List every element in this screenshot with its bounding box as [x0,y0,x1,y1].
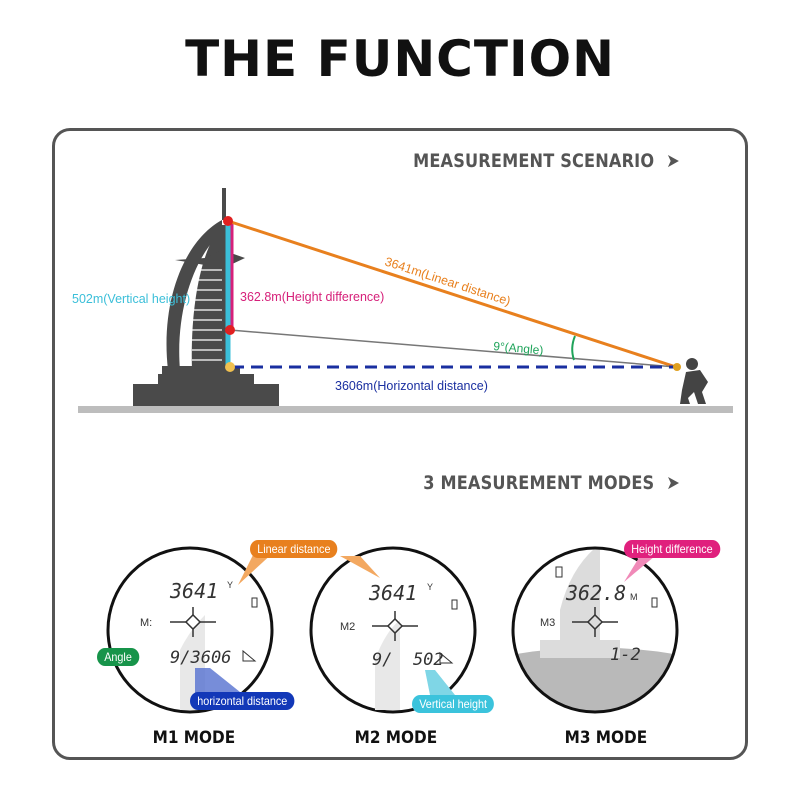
arrow-right-icon: ➤ [666,472,680,494]
building-floors [192,269,222,361]
height-difference-label: 362.8m(Height difference) [240,290,384,304]
m2-mode-indicator: M2 [340,621,355,633]
m3-bottom-reading: 1-2 [610,645,641,665]
callout-linear-distance: Linear distance [250,540,338,558]
m1-bottom-reading: 9/3606 [170,648,231,668]
angle-arc [571,335,576,361]
page-title: THE FUNCTION [185,30,615,88]
m1-mode-label: M1 MODE [152,728,236,748]
person-icon [680,358,708,404]
m2-top-unit: Y [427,582,433,592]
base-point [225,362,235,372]
m1-top-reading: 3641 [169,579,218,603]
m1-battery-icon [251,597,258,608]
m3-mode-label: M3 MODE [564,728,648,748]
m2-bottom-reading: 9/ 502 [372,650,444,670]
building-icon [133,188,279,406]
modes-heading-text: 3 MEASUREMENT MODES [423,472,655,494]
angle-line [229,329,677,368]
modes-heading: 3 MEASUREMENT MODES ➤ [423,472,680,494]
linear-distance-label: 3641m(Linear distance) [383,255,512,309]
m3-top-reading: 362.8 [565,581,626,605]
callout-angle: Angle [97,648,140,666]
angle-label: 9°(Angle) [493,339,544,357]
m3-top-unit: M [630,592,638,602]
m3-mode-indicator: M3 [540,617,555,629]
m1-triangle-icon [242,649,257,662]
scenario-heading: MEASUREMENT SCENARIO ➤ [413,150,680,172]
scenario-heading-text: MEASUREMENT SCENARIO [413,150,655,172]
m1-mode-indicator: M: [140,617,152,629]
horizontal-distance-label: 3606m(Horizontal distance) [335,379,488,393]
vertical-height-label: 502m(Vertical height) [72,292,190,306]
m2-battery-icon [451,599,458,610]
mode-m2-scope: 3641 Y M2 9/ 502 [309,546,477,714]
linear-distance-line [227,219,677,369]
m3-mode-icon [555,566,563,578]
arrow-right-icon: ➤ [666,150,680,172]
mode-m3-scope: 362.8 M M3 1-2 [511,546,679,714]
top-point [223,216,233,226]
m3-battery-icon [651,597,658,608]
ground-line [78,406,733,413]
m1-top-unit: Y [227,580,233,590]
content-frame [52,128,748,760]
m2-top-reading: 3641 [368,581,417,605]
mid-point [225,325,235,335]
callout-vertical-height: Vertical height [412,695,495,713]
observer-point [673,363,681,371]
callout-height-difference: Height difference [624,540,720,558]
m2-triangle-icon [439,651,454,664]
m2-mode-label: M2 MODE [354,728,438,748]
callout-horizontal-distance: horizontal distance [190,692,295,710]
mode-m1-scope: 3641 Y M: 9/3606 [106,546,275,714]
